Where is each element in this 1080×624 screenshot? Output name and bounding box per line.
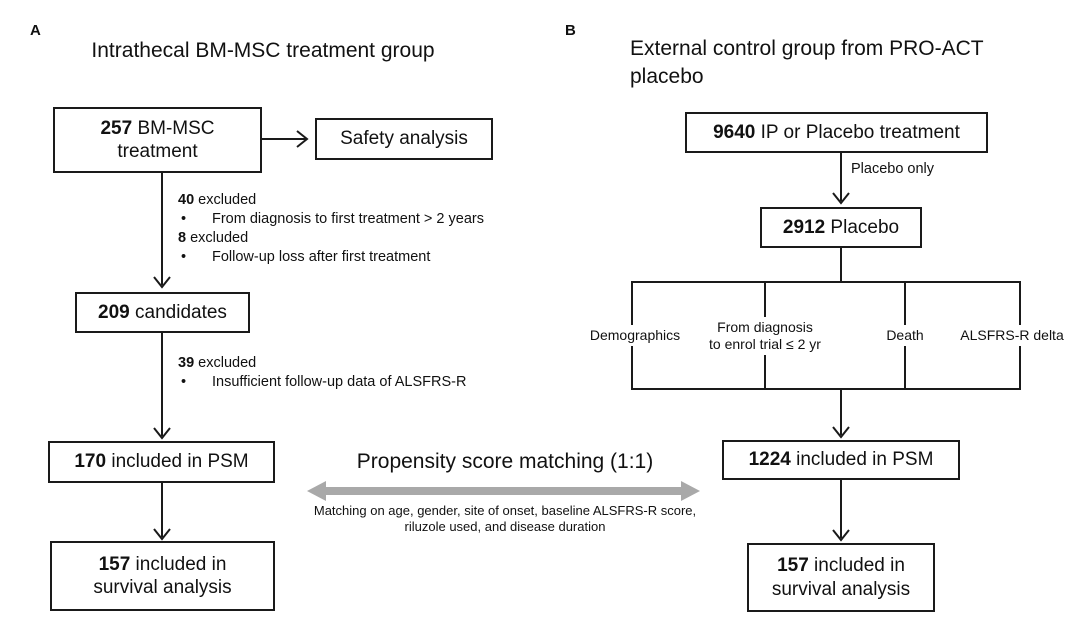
psm-a-text: included in PSM	[106, 451, 249, 473]
exclusion-1b-reason: Follow-up loss after first treatment	[178, 248, 484, 267]
arrow-ip-to-placebo-head	[832, 192, 850, 205]
placebo-count: 2912	[782, 216, 826, 238]
psm-a-count: 170	[74, 451, 107, 473]
box-survival-b-text: 157 included in survival analysis	[772, 554, 910, 600]
candidates-count: 209	[98, 301, 130, 323]
arrow-psm-to-survival-a-head	[153, 528, 171, 541]
candidates-text: candidates	[129, 301, 227, 323]
box-safety-analysis-text: Safety analysis	[340, 128, 468, 150]
bmmsc-text: BM-MSC treatment	[117, 117, 215, 162]
placebo-text: Placebo	[825, 216, 900, 238]
psm-matching-title: Propensity score matching (1:1)	[356, 450, 654, 473]
box-bmmsc-treatment: 257 BM-MSC treatment	[53, 107, 262, 173]
exclusion-1a-reason: From diagnosis to first treatment > 2 ye…	[178, 210, 484, 229]
criterion-diagnosis-to-enrol: From diagnosis to enrol trial ≤ 2 yr	[688, 317, 842, 355]
arrow-treatment-to-safety-head	[296, 130, 309, 148]
psm-b-count: 1224	[748, 449, 791, 471]
exclusion-1a-count-line: 40 excluded	[178, 191, 484, 210]
placebo-only-label: Placebo only	[851, 161, 935, 177]
box-placebo: 2912 Placebo	[760, 207, 922, 248]
psm-b-text: included in PSM	[790, 449, 934, 471]
box-included-psm-a: 170 included in PSM	[48, 441, 275, 483]
exclusion-1a-label: excluded	[194, 192, 257, 208]
arrow-candidates-to-psm-head	[153, 427, 171, 440]
arrow-bracket-to-psm-head	[832, 426, 850, 439]
box-candidates: 209 candidates	[75, 292, 250, 333]
panel-b-title: External control group from PRO-ACT plac…	[630, 37, 984, 88]
panel-b-label: B	[565, 22, 576, 39]
exclusion-2a-count: 39	[178, 355, 195, 371]
exclusion-note-2: 39 excluded Insufficient follow-up data …	[178, 354, 466, 392]
box-placebo-text: 2912 Placebo	[783, 216, 899, 239]
criterion-alsfrsr-delta: ALSFRS-R delta	[950, 325, 1074, 346]
exclusion-2a-reason: Insufficient follow-up data of ALSFRS-R	[178, 373, 466, 392]
box-survival-b: 157 included in survival analysis	[747, 543, 935, 612]
match-arrow	[307, 481, 700, 501]
exclusion-2a-label: excluded	[194, 355, 257, 371]
exclusion-note-1: 40 excluded From diagnosis to first trea…	[178, 191, 484, 267]
box-safety-analysis: Safety analysis	[315, 118, 493, 160]
exclusion-1b-count-line: 8 excluded	[178, 229, 484, 248]
criterion-death: Death	[877, 325, 933, 346]
exclusion-2a-count-line: 39 excluded	[178, 354, 466, 373]
box-bmmsc-treatment-text: 257 BM-MSC treatment	[100, 117, 214, 163]
arrow-treatment-to-candidates-head	[153, 276, 171, 289]
panel-a-title: Intrathecal BM-MSC treatment group	[91, 39, 435, 62]
box-included-psm-b: 1224 included in PSM	[722, 440, 960, 480]
ip-placebo-text: IP or Placebo treatment	[755, 121, 960, 143]
ip-placebo-count: 9640	[713, 121, 756, 143]
arrow-psm-to-survival-b-head	[832, 529, 850, 542]
box-candidates-text: 209 candidates	[98, 301, 227, 324]
panel-a-label: A	[30, 22, 41, 39]
box-included-psm-b-text: 1224 included in PSM	[749, 448, 934, 471]
box-ip-placebo: 9640 IP or Placebo treatment	[685, 112, 988, 153]
survival-b-count: 157	[777, 555, 809, 577]
box-included-psm-a-text: 170 included in PSM	[74, 450, 248, 473]
exclusion-1b-label: excluded	[186, 230, 249, 246]
survival-a-text: included in survival analysis	[93, 553, 232, 598]
psm-matching-note: Matching on age, gender, site of onset, …	[313, 503, 697, 534]
bmmsc-count: 257	[100, 117, 133, 139]
survival-b-text: included in survival analysis	[771, 555, 911, 600]
criterion-demographics: Demographics	[578, 325, 692, 346]
survival-a-count: 157	[98, 553, 131, 575]
exclusion-1b-count: 8	[178, 230, 187, 246]
box-survival-a-text: 157 included in survival analysis	[93, 553, 231, 599]
box-ip-placebo-text: 9640 IP or Placebo treatment	[713, 121, 960, 144]
box-survival-a: 157 included in survival analysis	[50, 541, 275, 611]
exclusion-1a-count: 40	[178, 192, 195, 208]
